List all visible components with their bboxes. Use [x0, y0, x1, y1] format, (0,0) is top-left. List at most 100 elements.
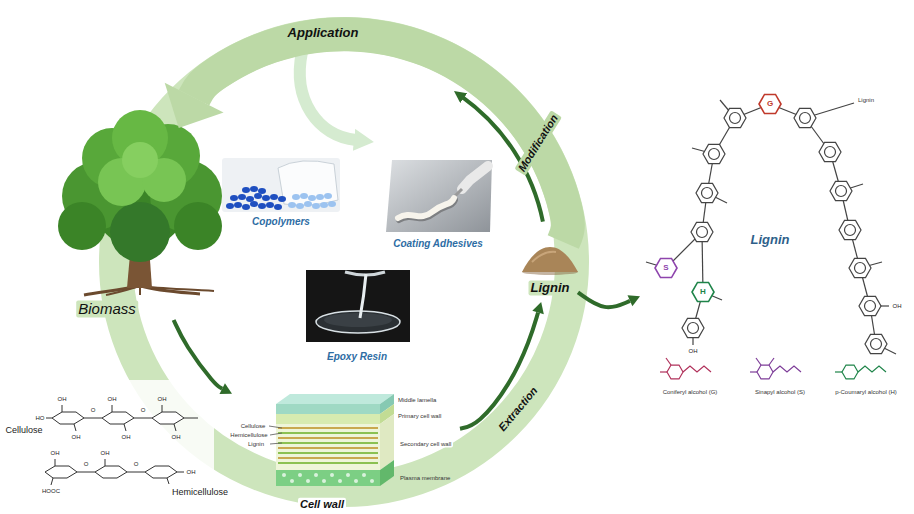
copolymer-photo-part-part — [262, 195, 270, 201]
cell-wall-part-part — [269, 426, 282, 428]
lignin-structure-part — [703, 144, 725, 163]
cell-wall-part-part — [290, 479, 294, 483]
diagram-label: Plasma membrane — [398, 475, 452, 482]
chemical-structure-part — [167, 478, 169, 484]
stage-node: Lignin — [522, 242, 578, 302]
lignin-structure-part — [849, 258, 871, 277]
chemical-structure-part — [28, 380, 214, 504]
diagram-label: OH — [72, 434, 81, 441]
epoxy-photo-part — [360, 274, 366, 318]
cell-wall-part-part — [278, 462, 378, 464]
epoxy-photo-part — [324, 313, 392, 327]
copolymer-photo-part-part — [328, 201, 336, 207]
diagram-label: Lignin — [248, 441, 264, 448]
adhesive-photo-part — [398, 198, 454, 218]
copolymer-photo-part-part — [292, 194, 300, 200]
monomer-structures-part-part — [773, 366, 801, 372]
diagram-label: Hemicellulose — [172, 487, 228, 497]
diagram-label: OH — [158, 396, 167, 403]
lignin-structure-part — [696, 183, 718, 202]
copolymer-photo-part-part — [258, 188, 266, 194]
cell-wall-part-part — [298, 473, 302, 477]
epoxy-photo — [306, 270, 410, 342]
cell-wall-part — [276, 404, 380, 414]
diagram-label: G — [767, 99, 773, 108]
diagram-label: OH — [122, 434, 131, 441]
chemical-structure-part — [177, 472, 184, 473]
copolymer-photo-part-part — [320, 202, 328, 208]
chemical-structure — [28, 380, 214, 504]
copolymer-photo-part-part — [274, 204, 282, 210]
chemical-structure-part — [112, 405, 113, 412]
cell-wall-part-part — [338, 479, 342, 483]
diagram-label: OH — [187, 469, 196, 476]
copolymer-photo-part-part — [238, 194, 246, 200]
cell-wall-part-part — [278, 447, 378, 449]
monomer-structures-part-part — [667, 365, 683, 379]
copolymer-photo-part-part — [230, 195, 238, 201]
cell-wall-part-part — [278, 437, 378, 439]
chemical-structure-part — [145, 466, 177, 478]
cell-wall-part — [276, 414, 380, 424]
diagram-label: Cellulose — [5, 425, 42, 435]
node-label: Coating Adhesives — [393, 238, 483, 250]
cell-wall-part — [276, 424, 380, 470]
copolymer-photo-part-part — [324, 193, 332, 199]
chemical-structure-part — [45, 466, 77, 478]
epoxy-photo-part — [316, 311, 400, 333]
lignin-structure-part — [759, 94, 781, 113]
flow-arrow — [578, 292, 630, 307]
chemical-structure-part — [51, 478, 53, 485]
node-label: Copolymers — [252, 216, 310, 228]
diagram-label: Cellulose — [241, 423, 266, 430]
diagram-label: S — [663, 263, 668, 272]
tree-part — [58, 202, 106, 250]
diagram-label: OH — [689, 348, 698, 355]
cell-wall-part-part — [346, 473, 350, 477]
copolymer-photo-part-part — [246, 196, 254, 202]
flow-arrow — [194, 34, 568, 242]
node-label: Epoxy Resin — [327, 351, 387, 363]
chemical-structure-part — [74, 424, 76, 431]
copolymer-photo-part — [222, 158, 340, 212]
adhesive-photo — [386, 160, 492, 232]
copolymer-photo-part-part — [242, 187, 250, 193]
lignin-structure-part — [865, 334, 887, 353]
chemical-structure-part — [134, 418, 152, 419]
diagram-label: Lignin — [858, 97, 874, 104]
epoxy-photo-part — [306, 270, 410, 342]
diagram-label: OH — [108, 396, 117, 403]
copolymer-photo-part-part — [300, 193, 308, 199]
diagram-label: p-Coumaryl alcohol (H) — [835, 389, 897, 396]
copolymer-photo-part-part — [316, 194, 324, 200]
node-label: Cell wall — [298, 498, 346, 511]
lignin-pile-part — [522, 247, 578, 272]
diagram-label: OH — [51, 450, 60, 457]
lignin-structure-part — [655, 258, 677, 277]
cell-wall-part — [278, 428, 378, 463]
copolymer-photo-part-part — [258, 203, 266, 209]
tree — [58, 110, 222, 295]
chemical-structure-part — [124, 424, 126, 431]
chemical-structure-part — [55, 459, 56, 466]
diagram-label: Hemicellulose — [230, 432, 267, 439]
monomer-structures-part — [835, 365, 886, 379]
copolymer-photo-part-part — [250, 201, 258, 207]
copolymer-photo-part-part — [234, 202, 242, 208]
stage-node: Lignin — [640, 88, 908, 385]
application-swirl — [300, 52, 356, 140]
lignin-structure-part — [724, 108, 746, 127]
tree-part — [122, 142, 158, 178]
stage-node: Biomass — [35, 128, 225, 320]
lignin-structure-part — [859, 296, 881, 315]
diagram-label: O — [141, 407, 146, 414]
cell-wall-part — [276, 470, 380, 486]
lignin-structure — [646, 94, 896, 354]
diagram-label: Primary cell wall — [398, 413, 441, 420]
copolymer-photo-part-part — [266, 202, 274, 208]
lignin-structure-part — [691, 222, 713, 241]
lignin-structure-part — [692, 282, 714, 301]
chemical-structure-part — [46, 418, 52, 419]
flow-arrow — [460, 313, 538, 429]
diagram-label: Secondary cell wall — [398, 441, 453, 448]
